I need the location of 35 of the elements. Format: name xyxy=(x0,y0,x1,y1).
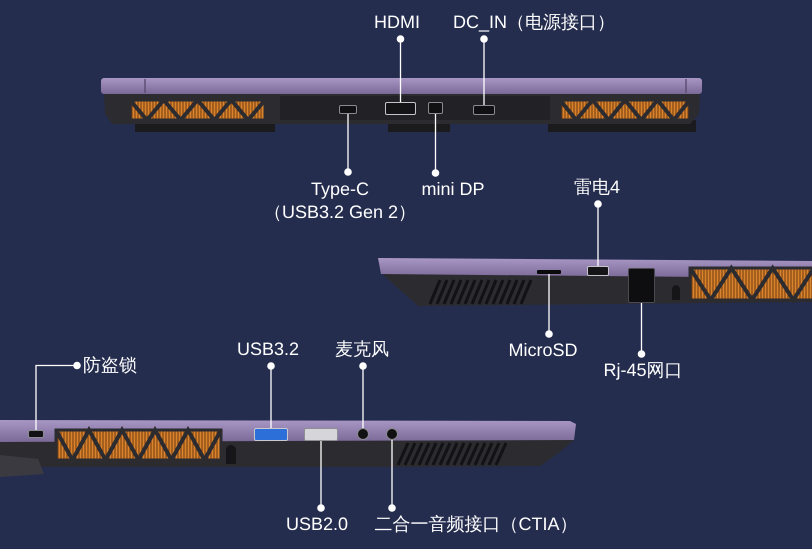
port-label: USB3.2 xyxy=(236,339,300,360)
card-slot xyxy=(537,270,561,274)
leader-line xyxy=(317,441,325,512)
usb-port xyxy=(254,428,288,441)
leader-line xyxy=(267,362,275,428)
port-label: Rj-45网口 xyxy=(604,360,682,381)
port-label: Type-C xyxy=(310,178,370,201)
usb-c-port xyxy=(339,105,357,114)
leader-line xyxy=(638,303,646,358)
usb-port xyxy=(304,428,338,441)
port-label: 二合一音频接口（CTIA） xyxy=(374,514,578,535)
lock-slot xyxy=(28,430,44,438)
port-label: USB2.0 xyxy=(286,514,348,535)
port-label: 雷电4 xyxy=(574,177,620,198)
usb-c-port xyxy=(587,266,609,276)
leader-line xyxy=(359,362,367,428)
leader-line xyxy=(594,200,602,266)
leader-line xyxy=(396,35,404,102)
leader-line xyxy=(545,274,553,338)
leader-line xyxy=(344,114,352,176)
port-label: HDMI xyxy=(374,12,420,33)
port-label: （USB3.2 Gen 2） xyxy=(264,201,416,224)
port-label: 麦克风 xyxy=(335,339,389,360)
power-jack xyxy=(473,105,495,115)
ethernet-port xyxy=(628,268,655,303)
port-label: mini DP xyxy=(422,179,484,200)
port-label: MicroSD xyxy=(508,340,578,361)
hdmi-port xyxy=(385,102,416,115)
port-label: DC_IN（电源接口） xyxy=(453,12,615,33)
leader-line xyxy=(480,35,488,105)
port-label: 防盗锁 xyxy=(83,355,137,376)
leader-line xyxy=(432,114,440,177)
mini-displayport xyxy=(428,102,443,114)
leader-line xyxy=(388,440,396,512)
leader-line xyxy=(35,362,81,430)
